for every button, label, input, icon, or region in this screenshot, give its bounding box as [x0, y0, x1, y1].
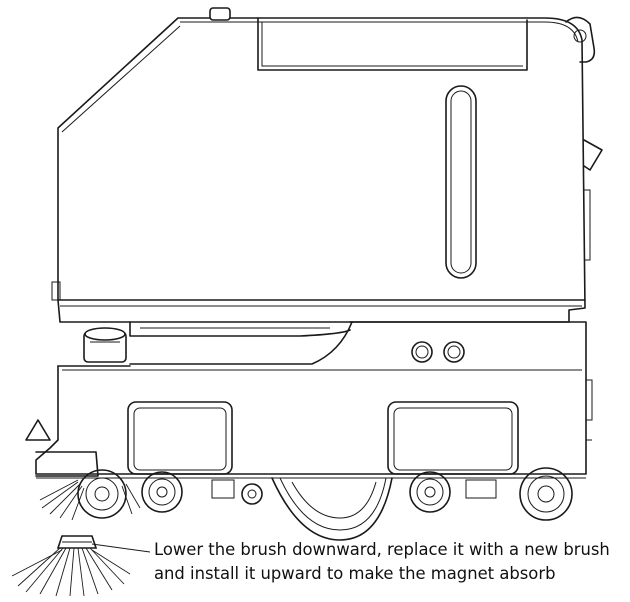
caption-line-2: and install it upward to make the magnet…: [154, 564, 556, 583]
side-brush-installed: [39, 479, 141, 521]
mid-shelf: [83, 321, 465, 365]
instruction-caption: Lower the brush downward, replace it wit…: [154, 538, 628, 586]
caption-line-1: Lower the brush downward, replace it wit…: [154, 540, 610, 559]
warning-triangle-icon: [25, 419, 51, 441]
lower-chassis: [35, 321, 593, 479]
rear-handle: [565, 16, 603, 261]
detached-brush: [11, 535, 151, 597]
upper-tank: [51, 7, 586, 323]
wheels: [77, 467, 573, 541]
